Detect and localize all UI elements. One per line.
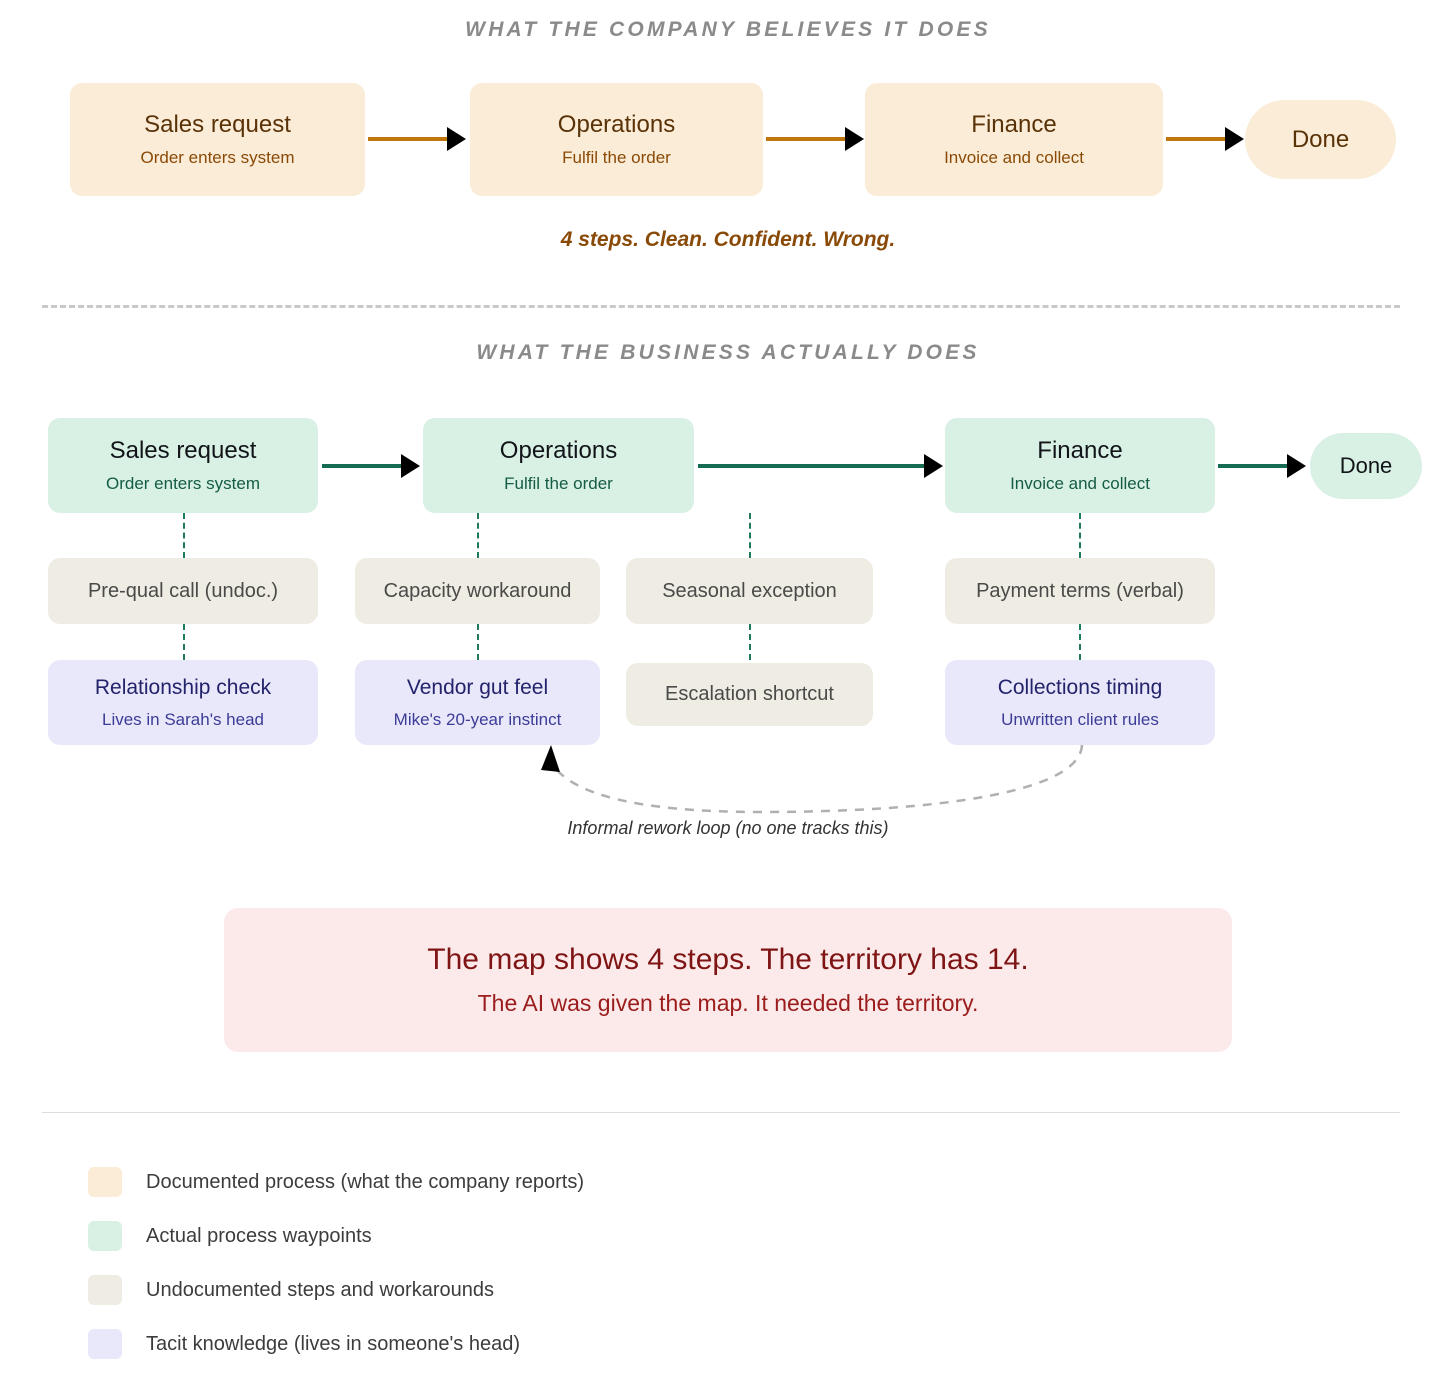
arrow-shaft <box>1166 137 1226 141</box>
arrow-head-icon <box>1287 454 1306 478</box>
legend-label: Actual process waypoints <box>146 1224 372 1247</box>
callout-box: The map shows 4 steps. The territory has… <box>224 908 1232 1052</box>
step-title: Operations <box>557 111 676 139</box>
step-subtitle: Order enters system <box>140 148 295 168</box>
legend-label: Documented process (what the company rep… <box>146 1170 584 1193</box>
section-title-believed: WHAT THE COMPANY BELIEVES IT DOES <box>465 18 991 41</box>
step-title: Sales request <box>109 437 257 465</box>
connector-undoc1-to-tacit1 <box>183 624 185 660</box>
step-title: Sales request <box>144 111 291 139</box>
arrow-head-icon <box>845 127 864 151</box>
end-node-label: Done <box>1339 453 1393 478</box>
legend-item-tacit: Tacit knowledge (lives in someone's head… <box>88 1317 584 1371</box>
connector-step2-to-undoc3 <box>749 513 751 558</box>
actual-end-node-done: Done <box>1310 433 1422 499</box>
documented-step-sales-request: Sales request Order enters system <box>70 83 365 196</box>
documented-step-finance: Finance Invoice and collect <box>865 83 1163 196</box>
arrow-head-icon <box>447 127 466 151</box>
step-subtitle: Fulfil the order <box>504 474 613 494</box>
legend-swatch-documented <box>88 1167 122 1197</box>
arrow-head-icon <box>924 454 943 478</box>
section-title-actual: WHAT THE BUSINESS ACTUALLY DOES <box>476 341 980 364</box>
legend-label: Undocumented steps and workarounds <box>146 1278 494 1301</box>
undocumented-title: Capacity workaround <box>383 579 572 602</box>
undocumented-step-payment-terms: Payment terms (verbal) <box>945 558 1215 624</box>
tacit-subtitle: Lives in Sarah's head <box>101 709 264 729</box>
undocumented-title: Escalation shortcut <box>665 683 834 705</box>
connector-step1-to-undoc1 <box>183 513 185 558</box>
connector-step3-to-undoc4 <box>1079 513 1081 558</box>
arrow-shaft <box>368 137 448 141</box>
arrow-shaft <box>1218 464 1288 468</box>
legend-item-undocumented: Undocumented steps and workarounds <box>88 1263 584 1317</box>
legend-label: Tacit knowledge (lives in someone's head… <box>146 1332 521 1355</box>
rework-loop-path <box>549 744 1084 814</box>
connector-undoc2-to-tacit2 <box>477 624 479 660</box>
connector-undoc4-to-tacit4 <box>1079 624 1081 660</box>
step-title: Finance <box>971 111 1057 139</box>
step-subtitle: Invoice and collect <box>944 148 1084 168</box>
tacit-knowledge-vendor-gut-feel: Vendor gut feel Mike's 20-year instinct <box>355 660 600 745</box>
arrow-sales-to-operations-actual <box>322 454 420 478</box>
tacit-title: Collections timing <box>997 676 1163 700</box>
documented-step-operations: Operations Fulfil the order <box>470 83 763 196</box>
arrow-finance-to-done-actual <box>1218 454 1306 478</box>
legend-divider <box>42 1112 1400 1113</box>
legend-item-documented: Documented process (what the company rep… <box>88 1155 584 1209</box>
callout-line-1: The map shows 4 steps. The territory has… <box>427 943 1029 976</box>
tacit-title: Vendor gut feel <box>406 676 549 700</box>
legend-swatch-tacit <box>88 1329 122 1359</box>
believed-tagline: 4 steps. Clean. Confident. Wrong. <box>560 228 896 251</box>
tacit-subtitle: Unwritten client rules <box>1001 709 1159 729</box>
step-subtitle: Order enters system <box>106 474 260 494</box>
undocumented-title: Payment terms (verbal) <box>976 579 1184 602</box>
legend: Documented process (what the company rep… <box>88 1155 584 1371</box>
legend-swatch-actual <box>88 1221 122 1251</box>
actual-step-operations: Operations Fulfil the order <box>423 418 694 513</box>
tacit-knowledge-collections-timing: Collections timing Unwritten client rule… <box>945 660 1215 745</box>
rework-loop-arrow-head-icon <box>541 745 560 772</box>
tacit-title: Relationship check <box>94 676 272 700</box>
arrow-shaft <box>766 137 846 141</box>
section-divider <box>42 305 1400 308</box>
step-subtitle: Fulfil the order <box>562 148 671 168</box>
undocumented-step-pre-qual-call: Pre-qual call (undoc.) <box>48 558 318 624</box>
step-title: Finance <box>1037 437 1123 465</box>
end-node-label: Done <box>1291 125 1350 153</box>
arrow-finance-to-done-documented <box>1166 127 1244 151</box>
arrow-shaft <box>322 464 402 468</box>
arrow-sales-to-operations-documented <box>368 127 466 151</box>
step-title: Operations <box>499 437 618 465</box>
undocumented-step-escalation-shortcut: Escalation shortcut <box>626 663 873 726</box>
tacit-subtitle: Mike's 20-year instinct <box>393 709 562 729</box>
actual-step-finance: Finance Invoice and collect <box>945 418 1215 513</box>
connector-step2-to-undoc2 <box>477 513 479 558</box>
actual-step-sales-request: Sales request Order enters system <box>48 418 318 513</box>
tacit-knowledge-relationship-check: Relationship check Lives in Sarah's head <box>48 660 318 745</box>
documented-end-node-done: Done <box>1245 100 1396 179</box>
undocumented-step-seasonal-exception: Seasonal exception <box>626 558 873 624</box>
legend-swatch-undocumented <box>88 1275 122 1305</box>
undocumented-title: Seasonal exception <box>662 579 837 602</box>
step-subtitle: Invoice and collect <box>1010 474 1150 494</box>
arrow-head-icon <box>1225 127 1244 151</box>
undocumented-title: Pre-qual call (undoc.) <box>87 579 279 602</box>
callout-line-2: The AI was given the map. It needed the … <box>477 990 979 1016</box>
arrow-shaft <box>698 464 925 468</box>
arrow-operations-to-finance-actual <box>698 454 943 478</box>
undocumented-step-capacity-workaround: Capacity workaround <box>355 558 600 624</box>
rework-loop-label: Informal rework loop (no one tracks this… <box>567 818 889 838</box>
arrow-head-icon <box>401 454 420 478</box>
arrow-operations-to-finance-documented <box>766 127 864 151</box>
legend-item-actual: Actual process waypoints <box>88 1209 584 1263</box>
connector-undoc3-to-tacit3 <box>749 624 751 660</box>
